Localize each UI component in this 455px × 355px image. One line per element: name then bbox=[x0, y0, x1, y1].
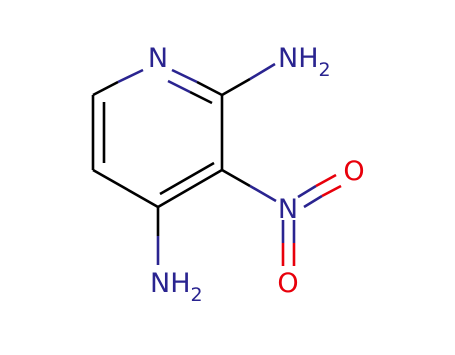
bond-c5-c4 bbox=[92, 168, 159, 209]
amine-top-subscript: 2 bbox=[319, 59, 331, 81]
atom-labels: N NH2 NH2 N O O bbox=[148, 43, 365, 306]
bond-n1-c2 bbox=[171, 68, 198, 84]
ring-bonds bbox=[91, 68, 224, 209]
bond-c4-c3 bbox=[157, 168, 223, 209]
amine-bottom-label: NH2 bbox=[150, 268, 203, 306]
nitro-nitrogen-label: N bbox=[278, 194, 298, 225]
bond-n1-c2-inner-b bbox=[189, 90, 213, 105]
amine-bottom-symbol: NH bbox=[150, 268, 191, 299]
bond-nnitro-o1-b bbox=[315, 173, 337, 188]
bond-c3-nnitro-b bbox=[249, 184, 277, 203]
bond-n1-c6 bbox=[117, 68, 144, 84]
bond-c2-nh2 bbox=[221, 77, 251, 97]
bond-n1-c2-inner bbox=[167, 79, 191, 94]
nitro-oxygen-1-label: O bbox=[343, 156, 364, 187]
ring-nitrogen-label: N bbox=[148, 43, 168, 74]
nitro-oxygen-2-label: O bbox=[277, 268, 298, 299]
bond-c2-nh2-b bbox=[249, 62, 276, 81]
substituent-bonds bbox=[156, 62, 342, 266]
bond-nnitro-o1-d bbox=[321, 184, 342, 198]
amine-bottom-subscript: 2 bbox=[191, 284, 203, 306]
bond-c3-nnitro bbox=[221, 168, 251, 188]
bond-n1-c2-b bbox=[196, 80, 223, 97]
bond-nnitro-o1-c bbox=[303, 194, 323, 209]
bond-nnitro-o1 bbox=[297, 184, 317, 199]
bond-c4-c3-inner bbox=[159, 161, 215, 196]
amine-top-label: NH2 bbox=[278, 43, 331, 81]
amine-top-symbol: NH bbox=[278, 43, 319, 74]
bond-n1-c6-b bbox=[92, 80, 119, 97]
